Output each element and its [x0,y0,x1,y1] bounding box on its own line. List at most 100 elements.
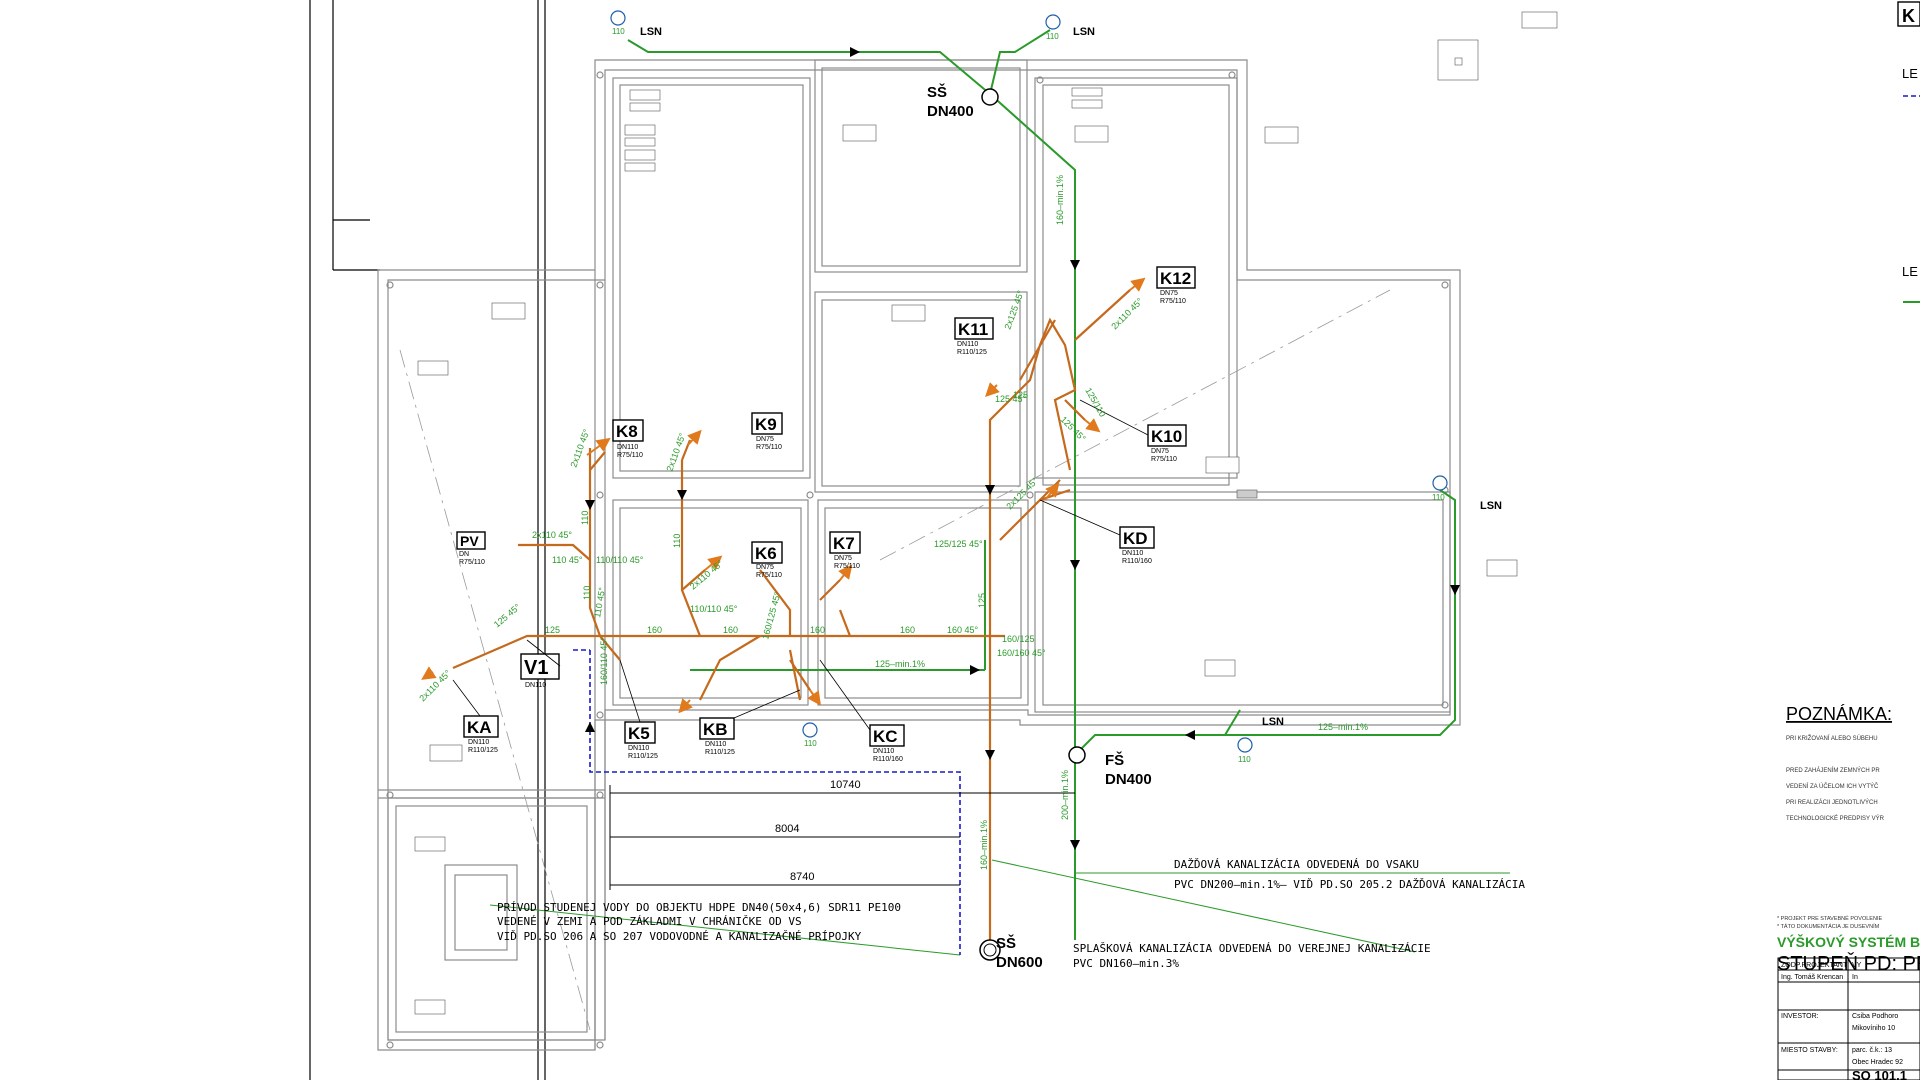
inspection-box-kc[interactable]: KC DN110 R110/160 [869,724,905,763]
sewer-outlet-note: SPLAŠKOVÁ KANALIZÁCIA ODVEDENÁ DO VEREJN… [1073,942,1431,970]
storm-outlet-note: DAŽĎOVÁ KANALIZÁCIA ODVEDENÁ DO VSAKU PV… [1174,858,1525,891]
svg-text:DN110: DN110 [617,444,638,451]
sewer-up [988,317,1077,636]
svg-text:160 45°: 160 45° [947,625,979,635]
shaft-fs[interactable]: FŠ DN400 [1068,746,1152,788]
inspection-box-kb[interactable]: KB DN110 R110/125 [699,717,735,756]
svg-text:110: 110 [1432,493,1445,502]
svg-text:parc. č.k.: 13: parc. č.k.: 13 [1852,1047,1892,1054]
svg-text:160: 160 [647,625,662,635]
svg-text:DN110: DN110 [957,341,978,348]
water-line [573,649,961,955]
svg-text:PRED ZAHÁJENÍM ZEMNÝCH PR: PRED ZAHÁJENÍM ZEMNÝCH PR [1786,767,1880,774]
svg-text:* TÁTO DOKUMENTÁCIA JE DUSEVNÍ: * TÁTO DOKUMENTÁCIA JE DUSEVNÍM [1777,923,1880,930]
svg-text:2x110 45°: 2x110 45° [1109,296,1145,332]
svg-text:110: 110 [612,27,625,36]
inspection-box-k12[interactable]: K12 DN75 R75/110 [1156,266,1196,305]
sewer-main [452,634,1005,670]
svg-text:VEDENÍ ZA ÚČELOM ICH VYTÝČ: VEDENÍ ZA ÚČELOM ICH VYTÝČ [1786,783,1879,790]
svg-text:160: 160 [810,625,825,635]
svg-text:R75/110: R75/110 [1151,456,1177,463]
svg-text:PV: PV [460,533,479,549]
svg-text:DN75: DN75 [834,555,852,562]
svg-text:DN110: DN110 [525,682,546,689]
svg-text:110: 110 [582,586,592,600]
svg-text:LE: LE [1902,264,1918,279]
title-block [1777,957,1920,1080]
svg-text:R110/160: R110/160 [873,756,903,763]
inspection-box-pv[interactable]: PV DN R75/110 [456,531,486,566]
inspection-box-kd[interactable]: KD DN110 R110/160 [1119,526,1155,565]
inspection-box-ka[interactable]: KA DN110 R110/125 [463,715,499,754]
svg-text:DN110: DN110 [873,748,894,755]
svg-text:K12: K12 [1160,269,1191,288]
svg-text:110 45°: 110 45° [552,555,583,565]
shaft-ss-top[interactable]: SŠ DN400 [927,83,999,120]
svg-text:160/125 45°: 160/125 45° [760,591,782,641]
water-supply-note: PRÍVOD STUDENEJ VODY DO OBJEKTU HDPE DN4… [497,901,901,943]
inspection-box-k5[interactable]: K5 DN110 R110/125 [624,721,658,760]
svg-text:125 45°: 125 45° [492,602,523,630]
building-walls [377,59,1461,1051]
svg-text:K9: K9 [755,415,777,434]
svg-text:125: 125 [545,625,560,635]
svg-text:KC: KC [873,727,898,746]
storm-network [489,29,1510,956]
svg-text:160/110 45°: 160/110 45° [599,637,609,685]
inspection-box-k11[interactable]: K11 DN110 R110/125 [954,317,994,356]
sewer-flow-arrows [585,485,995,760]
inspection-box-v1[interactable]: V1 DN110 [520,653,560,689]
svg-text:In: In [1852,974,1858,981]
svg-text:SŠ: SŠ [927,83,947,101]
svg-text:K6: K6 [755,544,777,563]
svg-text:R110/125: R110/125 [468,747,498,754]
svg-text:160: 160 [723,625,738,635]
svg-text:K5: K5 [628,724,650,743]
svg-text:R110/125: R110/125 [705,749,735,756]
sewer-k6 [681,569,706,591]
right-panel: K LE LE POZNÁMKA: PRI KRIŽOVANÍ ALEBO SÚ… [1777,1,1920,1080]
svg-text:SO 101.1: SO 101.1 [1852,1068,1907,1080]
svg-text:TECHNOLOGICKÉ PREDPISY VÝR: TECHNOLOGICKÉ PREDPISY VÝR [1786,815,1885,822]
inspection-box-k6[interactable]: K6 DN75 R75/110 [751,541,783,579]
svg-text:DN75: DN75 [756,436,774,443]
svg-text:LSN: LSN [1073,26,1095,38]
sewer-pv [518,543,591,561]
svg-text:KB: KB [703,720,728,739]
svg-text:Obec Hradec 92: Obec Hradec 92 [1852,1059,1903,1066]
shaft-ss-bottom[interactable]: SŠ DN600 [979,934,1043,971]
inspection-box-k7[interactable]: K7 DN75 R75/110 [829,531,861,570]
svg-text:2x110 45°: 2x110 45° [417,668,453,704]
svg-text:DN75: DN75 [1151,448,1169,455]
water-arrow [585,722,595,732]
inspection-box-k10[interactable]: K10 DN75 R75/110 [1147,424,1187,463]
svg-text:R110/125: R110/125 [628,753,658,760]
svg-text:125–min.1%: 125–min.1% [1318,722,1368,732]
svg-text:110: 110 [804,739,817,748]
inspection-box-k8[interactable]: K8 DN110 R75/110 [612,419,644,459]
sewer-k10 [1064,399,1086,421]
svg-text:160/125: 160/125 [1002,634,1035,644]
inspection-box-k9[interactable]: K9 DN75 R75/110 [751,412,783,451]
axis-lines [399,289,1391,1031]
box-leaders [452,399,1149,731]
svg-text:125: 125 [977,593,987,608]
svg-text:DN75: DN75 [756,564,774,571]
svg-text:125/125 45°: 125/125 45° [934,539,983,549]
sewer-k6b [759,569,792,636]
svg-text:2x110 45°: 2x110 45° [532,530,572,540]
svg-text:POZNÁMKA:: POZNÁMKA: [1786,704,1892,724]
svg-text:110: 110 [672,534,682,548]
kb-marker: 110 [802,722,818,748]
svg-text:110/110 45°: 110/110 45° [690,604,738,614]
svg-text:R75/110: R75/110 [834,563,860,570]
svg-text:DN400: DN400 [1105,771,1152,788]
svg-text:2x110 45°: 2x110 45° [688,558,725,592]
sewer-k7b [838,609,852,637]
svg-text:MIESTO STAVBY:: MIESTO STAVBY: [1781,1047,1838,1054]
svg-text:R110/125: R110/125 [957,349,987,356]
svg-text:110/110 45°: 110/110 45° [596,555,644,565]
svg-text:DN: DN [459,551,469,558]
svg-text:160–min.1%: 160–min.1% [1055,175,1065,225]
